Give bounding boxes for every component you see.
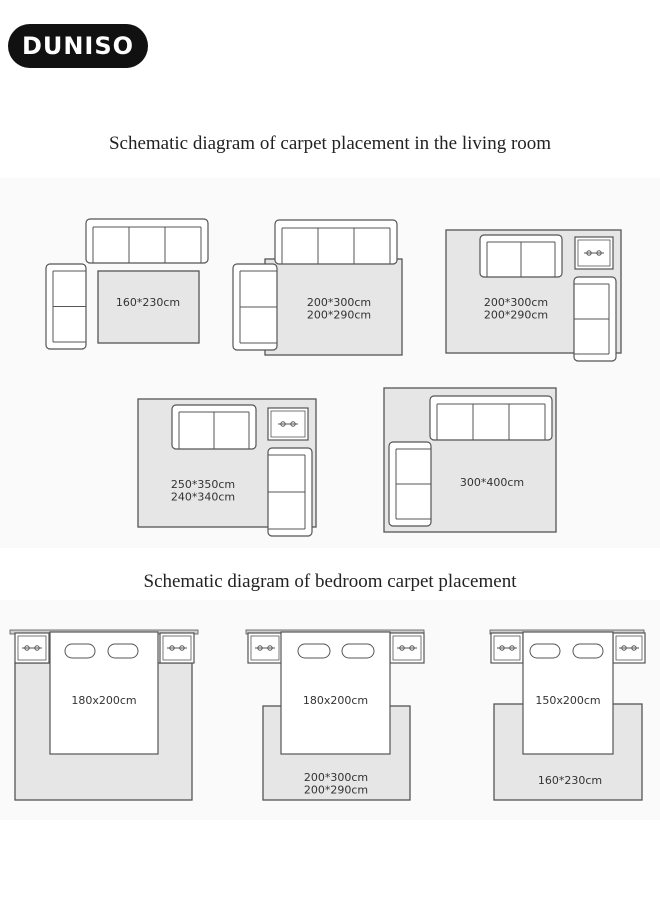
size-label: 200*290cm [307,308,371,321]
size-label: 200*290cm [304,783,368,796]
bed-icon [280,631,391,755]
bed-size-label: 180x200cm [71,694,136,707]
armchair-sofa-icon [232,263,278,351]
side-table-icon [267,407,309,441]
side-table-icon [612,632,646,664]
pillow-icon [64,643,96,659]
bedroom-layout-1: 180x200cm [9,629,199,801]
size-label: 160*230cm [116,296,180,309]
living-room-heading: Schematic diagram of carpet placement in… [108,133,552,154]
side-table-icon [14,632,50,664]
armchair-sofa-icon [573,276,617,362]
pillow-icon [297,643,331,659]
loveseat-icon [171,404,257,450]
bed-size-label: 180x200cm [303,694,368,707]
size-label: 300*400cm [460,476,524,489]
size-label: 200*300cm [307,296,371,309]
side-table-icon [247,632,283,664]
pillow-icon [529,643,561,659]
brand-logo: DUNISO [8,24,148,68]
armchair-sofa-icon [45,263,87,350]
side-table-icon [490,632,524,664]
side-table-icon [389,632,425,664]
sofa-icon [429,395,553,441]
pillow-icon [572,643,604,659]
loveseat-icon [479,234,563,278]
living-layout-5: 300*400cm [383,387,557,533]
bed-size-label: 150x200cm [535,694,600,707]
bedroom-heading: Schematic diagram of bedroom carpet plac… [143,571,517,592]
side-table-icon [574,236,614,270]
side-table-icon [159,632,195,664]
size-label: 200*290cm [484,308,548,321]
pillow-icon [107,643,139,659]
bedroom-layout-3: 150x200cm 160*230cm [489,629,646,801]
pillow-icon [341,643,375,659]
rug [264,258,403,356]
size-label: 160*230cm [538,774,602,787]
bed-icon [49,631,159,755]
sofa-icon [85,218,209,264]
bed-icon [522,631,614,755]
rug [97,270,200,344]
size-label: 200*300cm [484,296,548,309]
armchair-sofa-icon [267,447,313,537]
size-label: 250*350cm [171,478,235,491]
armchair-sofa-icon [388,441,432,527]
living-layout-1: 160*230cm [45,218,209,350]
sofa-icon [274,219,398,265]
size-label: 200*300cm [304,771,368,784]
size-label: 240*340cm [171,490,235,503]
